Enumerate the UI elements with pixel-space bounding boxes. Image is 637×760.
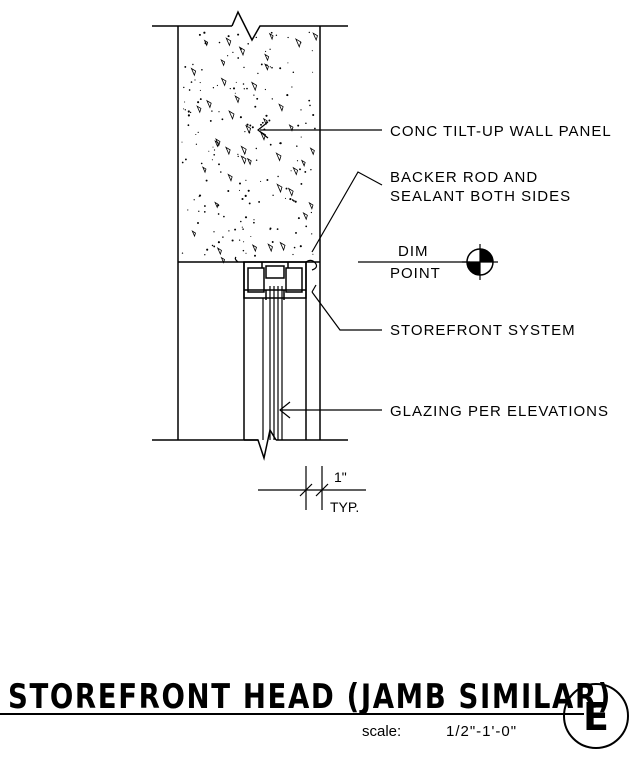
scale-label: scale: <box>362 723 401 740</box>
detail-bubble: E <box>563 683 629 749</box>
callout-glazing: GLAZING PER ELEVATIONS <box>390 403 609 420</box>
wall-below <box>152 262 348 461</box>
dimension-line <box>258 466 366 510</box>
detail-title: STOREFRONT HEAD (JAMB SIMILAR) <box>8 677 612 717</box>
dimension-note: TYP. <box>330 499 359 515</box>
dimension-value: 1" <box>334 469 347 485</box>
callout-backer-rod-line1: BACKER ROD AND <box>390 169 538 186</box>
callout-dim-point-line1: DIM <box>398 243 429 260</box>
detail-bubble-letter: E <box>583 695 609 739</box>
sealant-bead <box>234 256 318 271</box>
storefront-frame <box>243 261 307 300</box>
concrete-wall-panel <box>152 10 348 263</box>
callout-storefront: STOREFRONT SYSTEM <box>390 322 576 339</box>
callout-wall-panel: CONC TILT-UP WALL PANEL <box>390 123 612 140</box>
glazing <box>262 286 283 440</box>
concrete-hatch <box>181 31 318 264</box>
callout-backer-rod-line2: SEALANT BOTH SIDES <box>390 188 571 205</box>
scale-value: 1/2"-1'-0" <box>446 723 517 740</box>
leader-lines <box>257 121 470 419</box>
dim-point-target <box>462 244 498 280</box>
callout-dim-point-line2: POINT <box>390 265 441 282</box>
